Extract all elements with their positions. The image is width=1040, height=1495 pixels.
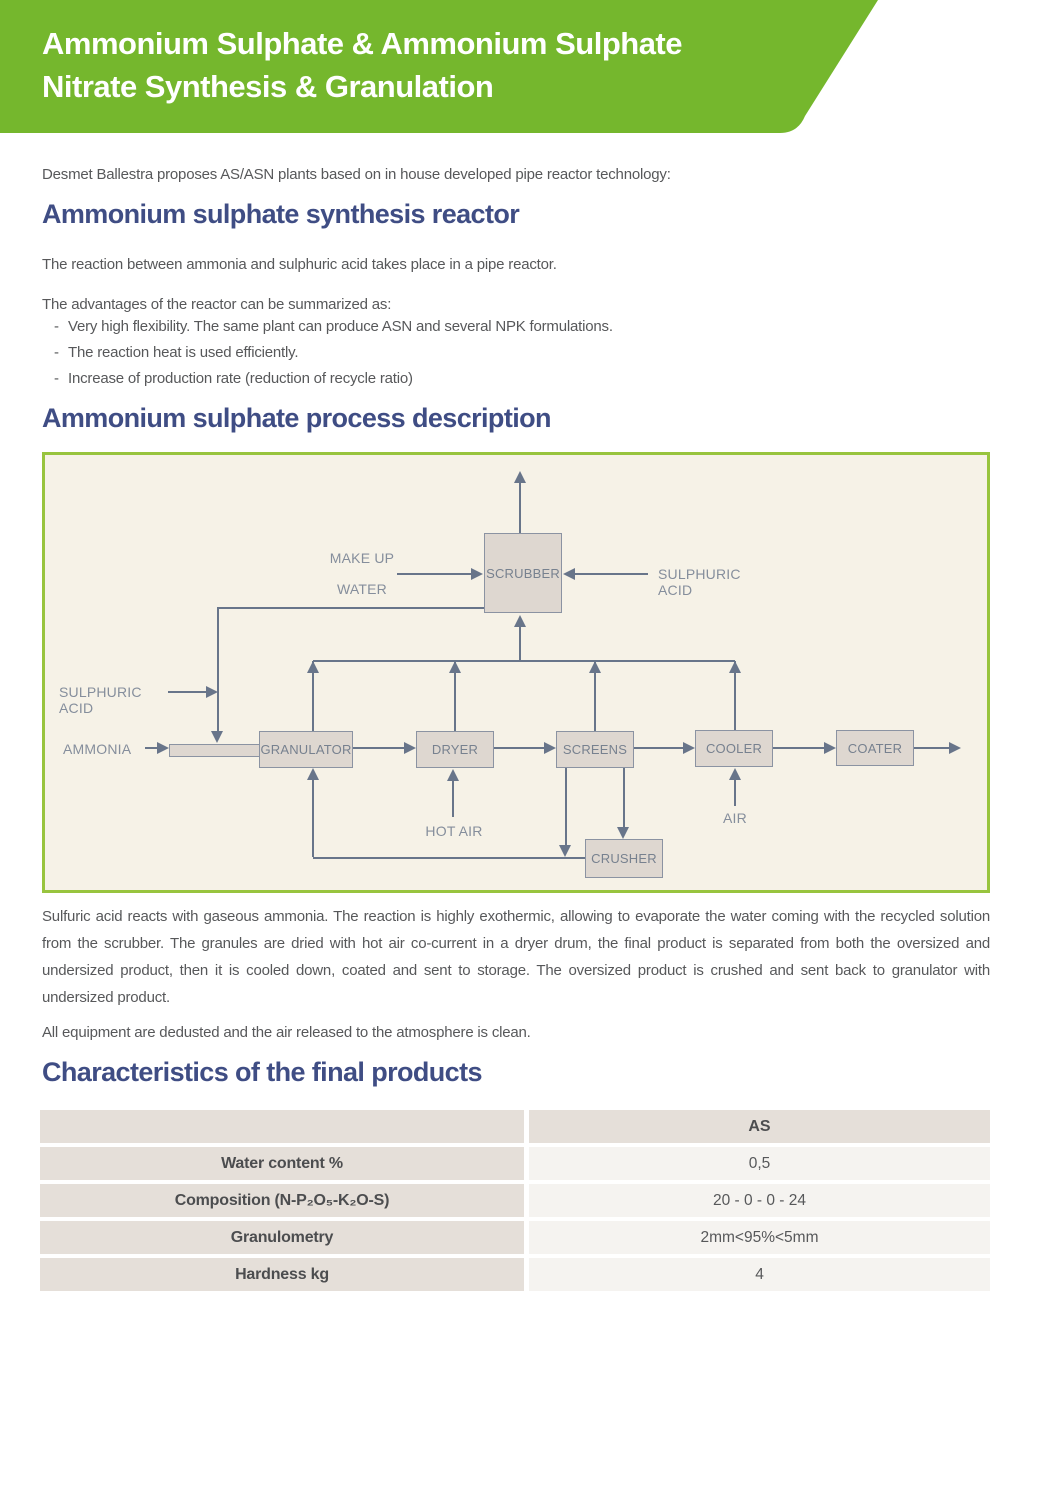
table-header-row: AS xyxy=(40,1110,990,1143)
air-label: AIR xyxy=(723,810,747,826)
coater-box: COATER xyxy=(836,730,914,766)
flow-arrowhead xyxy=(563,568,575,580)
flow-line xyxy=(168,691,206,693)
flow-arrowhead xyxy=(617,827,629,839)
sulphuric-acid-left-label: SULPHURIC ACID xyxy=(59,684,142,716)
reactor-paragraph: The reaction between ammonia and sulphur… xyxy=(42,256,557,273)
flow-arrowhead xyxy=(307,768,319,780)
row-label: Hardness kg xyxy=(40,1258,524,1291)
flow-line xyxy=(914,747,949,749)
flow-line xyxy=(575,573,648,575)
flow-arrowhead xyxy=(514,471,526,483)
flow-line xyxy=(313,857,585,859)
granulator-box: GRANULATOR xyxy=(259,731,353,768)
flow-line xyxy=(217,607,219,731)
dryer-box: DRYER xyxy=(416,731,494,768)
row-value: 4 xyxy=(529,1258,990,1291)
table-row: Hardness kg 4 xyxy=(40,1258,990,1291)
advantages-intro: The advantages of the reactor can be sum… xyxy=(42,296,392,313)
flow-arrowhead xyxy=(307,661,319,673)
flow-line xyxy=(312,770,314,857)
table-header-as-cell: AS xyxy=(529,1110,990,1143)
flow-line xyxy=(313,660,735,662)
page-title: Ammonium Sulphate & Ammonium Sulphate Ni… xyxy=(42,22,683,108)
flow-arrowhead xyxy=(949,742,961,754)
flow-arrowhead xyxy=(559,845,571,857)
section-heading-synthesis-reactor: Ammonium sulphate synthesis reactor xyxy=(42,199,520,229)
hot-air-label: HOT AIR xyxy=(425,823,483,839)
flow-arrowhead xyxy=(729,768,741,780)
table-row: Composition (N-P₂O₅-K₂O-S) 20 - 0 - 0 - … xyxy=(40,1184,990,1217)
screens-box: SCREENS xyxy=(556,731,634,768)
makeup-water-label-line2: WATER xyxy=(337,581,387,597)
flow-arrowhead xyxy=(683,742,695,754)
flow-line xyxy=(312,661,314,731)
flow-arrowhead xyxy=(729,661,741,673)
section-heading-process-description: Ammonium sulphate process description xyxy=(42,403,552,433)
header-banner: Ammonium Sulphate & Ammonium Sulphate Ni… xyxy=(0,0,1040,135)
advantages-list: Very high flexibility. The same plant ca… xyxy=(42,314,1016,392)
section-heading-characteristics: Characteristics of the final products xyxy=(42,1057,483,1087)
flow-line xyxy=(565,768,567,845)
makeup-water-label-line1: MAKE UP xyxy=(329,550,395,566)
flow-line xyxy=(397,573,471,575)
banner-shape xyxy=(0,0,878,133)
flow-arrowhead xyxy=(211,731,223,743)
list-item: Increase of production rate (reduction o… xyxy=(54,366,1016,392)
flow-line xyxy=(519,627,521,660)
flow-line xyxy=(734,780,736,806)
flow-arrowhead xyxy=(589,661,601,673)
ammonia-label: AMMONIA xyxy=(63,741,132,757)
row-label: Granulometry xyxy=(40,1221,524,1254)
process-paragraph: Sulfuric acid reacts with gaseous ammoni… xyxy=(42,908,990,1006)
flow-line xyxy=(454,661,456,731)
scrubber-box: SCRUBBER xyxy=(484,533,562,613)
table-row: Granulometry 2mm<95%<5mm xyxy=(40,1221,990,1254)
row-value: 0,5 xyxy=(529,1147,990,1180)
page-title-line1: Ammonium Sulphate & Ammonium Sulphate xyxy=(42,26,683,61)
characteristics-table: AS Water content % 0,5 Composition (N-P₂… xyxy=(40,1110,990,1295)
row-value: 20 - 0 - 0 - 24 xyxy=(529,1184,990,1217)
flow-line xyxy=(623,768,625,827)
flow-line xyxy=(773,747,824,749)
flow-line xyxy=(494,747,544,749)
flow-line xyxy=(145,747,157,749)
dedusting-note: All equipment are dedusted and the air r… xyxy=(42,1024,531,1041)
flow-arrowhead xyxy=(447,769,459,781)
intro-paragraph: Desmet Ballestra proposes AS/ASN plants … xyxy=(42,166,671,183)
list-item: The reaction heat is used efficiently. xyxy=(54,340,1016,366)
row-value: 2mm<95%<5mm xyxy=(529,1221,990,1254)
flow-arrowhead xyxy=(471,568,483,580)
row-label: Composition (N-P₂O₅-K₂O-S) xyxy=(40,1184,524,1217)
flow-line xyxy=(634,747,683,749)
flow-arrowhead xyxy=(544,742,556,754)
flow-arrowhead xyxy=(206,686,218,698)
flow-line xyxy=(594,661,596,731)
flow-line xyxy=(452,781,454,817)
row-label: Water content % xyxy=(40,1147,524,1180)
flow-line xyxy=(218,607,484,609)
flow-line xyxy=(353,747,404,749)
pipe-reactor-box xyxy=(169,744,261,757)
flow-arrowhead xyxy=(157,742,169,754)
cooler-box: COOLER xyxy=(695,730,773,767)
flow-arrowhead xyxy=(514,615,526,627)
flow-line xyxy=(734,661,736,730)
page-title-line2: Nitrate Synthesis & Granulation xyxy=(42,69,494,104)
flow-arrowhead xyxy=(404,742,416,754)
table-row: Water content % 0,5 xyxy=(40,1147,990,1180)
crusher-box: CRUSHER xyxy=(585,839,663,878)
process-flow-diagram: SCRUBBER GRANULATOR DRYER SCREENS COOLER… xyxy=(42,452,990,893)
sulphuric-acid-right-label: SULPHURIC ACID xyxy=(658,566,741,598)
list-item: Very high flexibility. The same plant ca… xyxy=(54,314,1016,340)
flow-line xyxy=(519,483,521,533)
table-header-empty-cell xyxy=(40,1110,524,1143)
flow-arrowhead xyxy=(449,661,461,673)
flow-arrowhead xyxy=(824,742,836,754)
